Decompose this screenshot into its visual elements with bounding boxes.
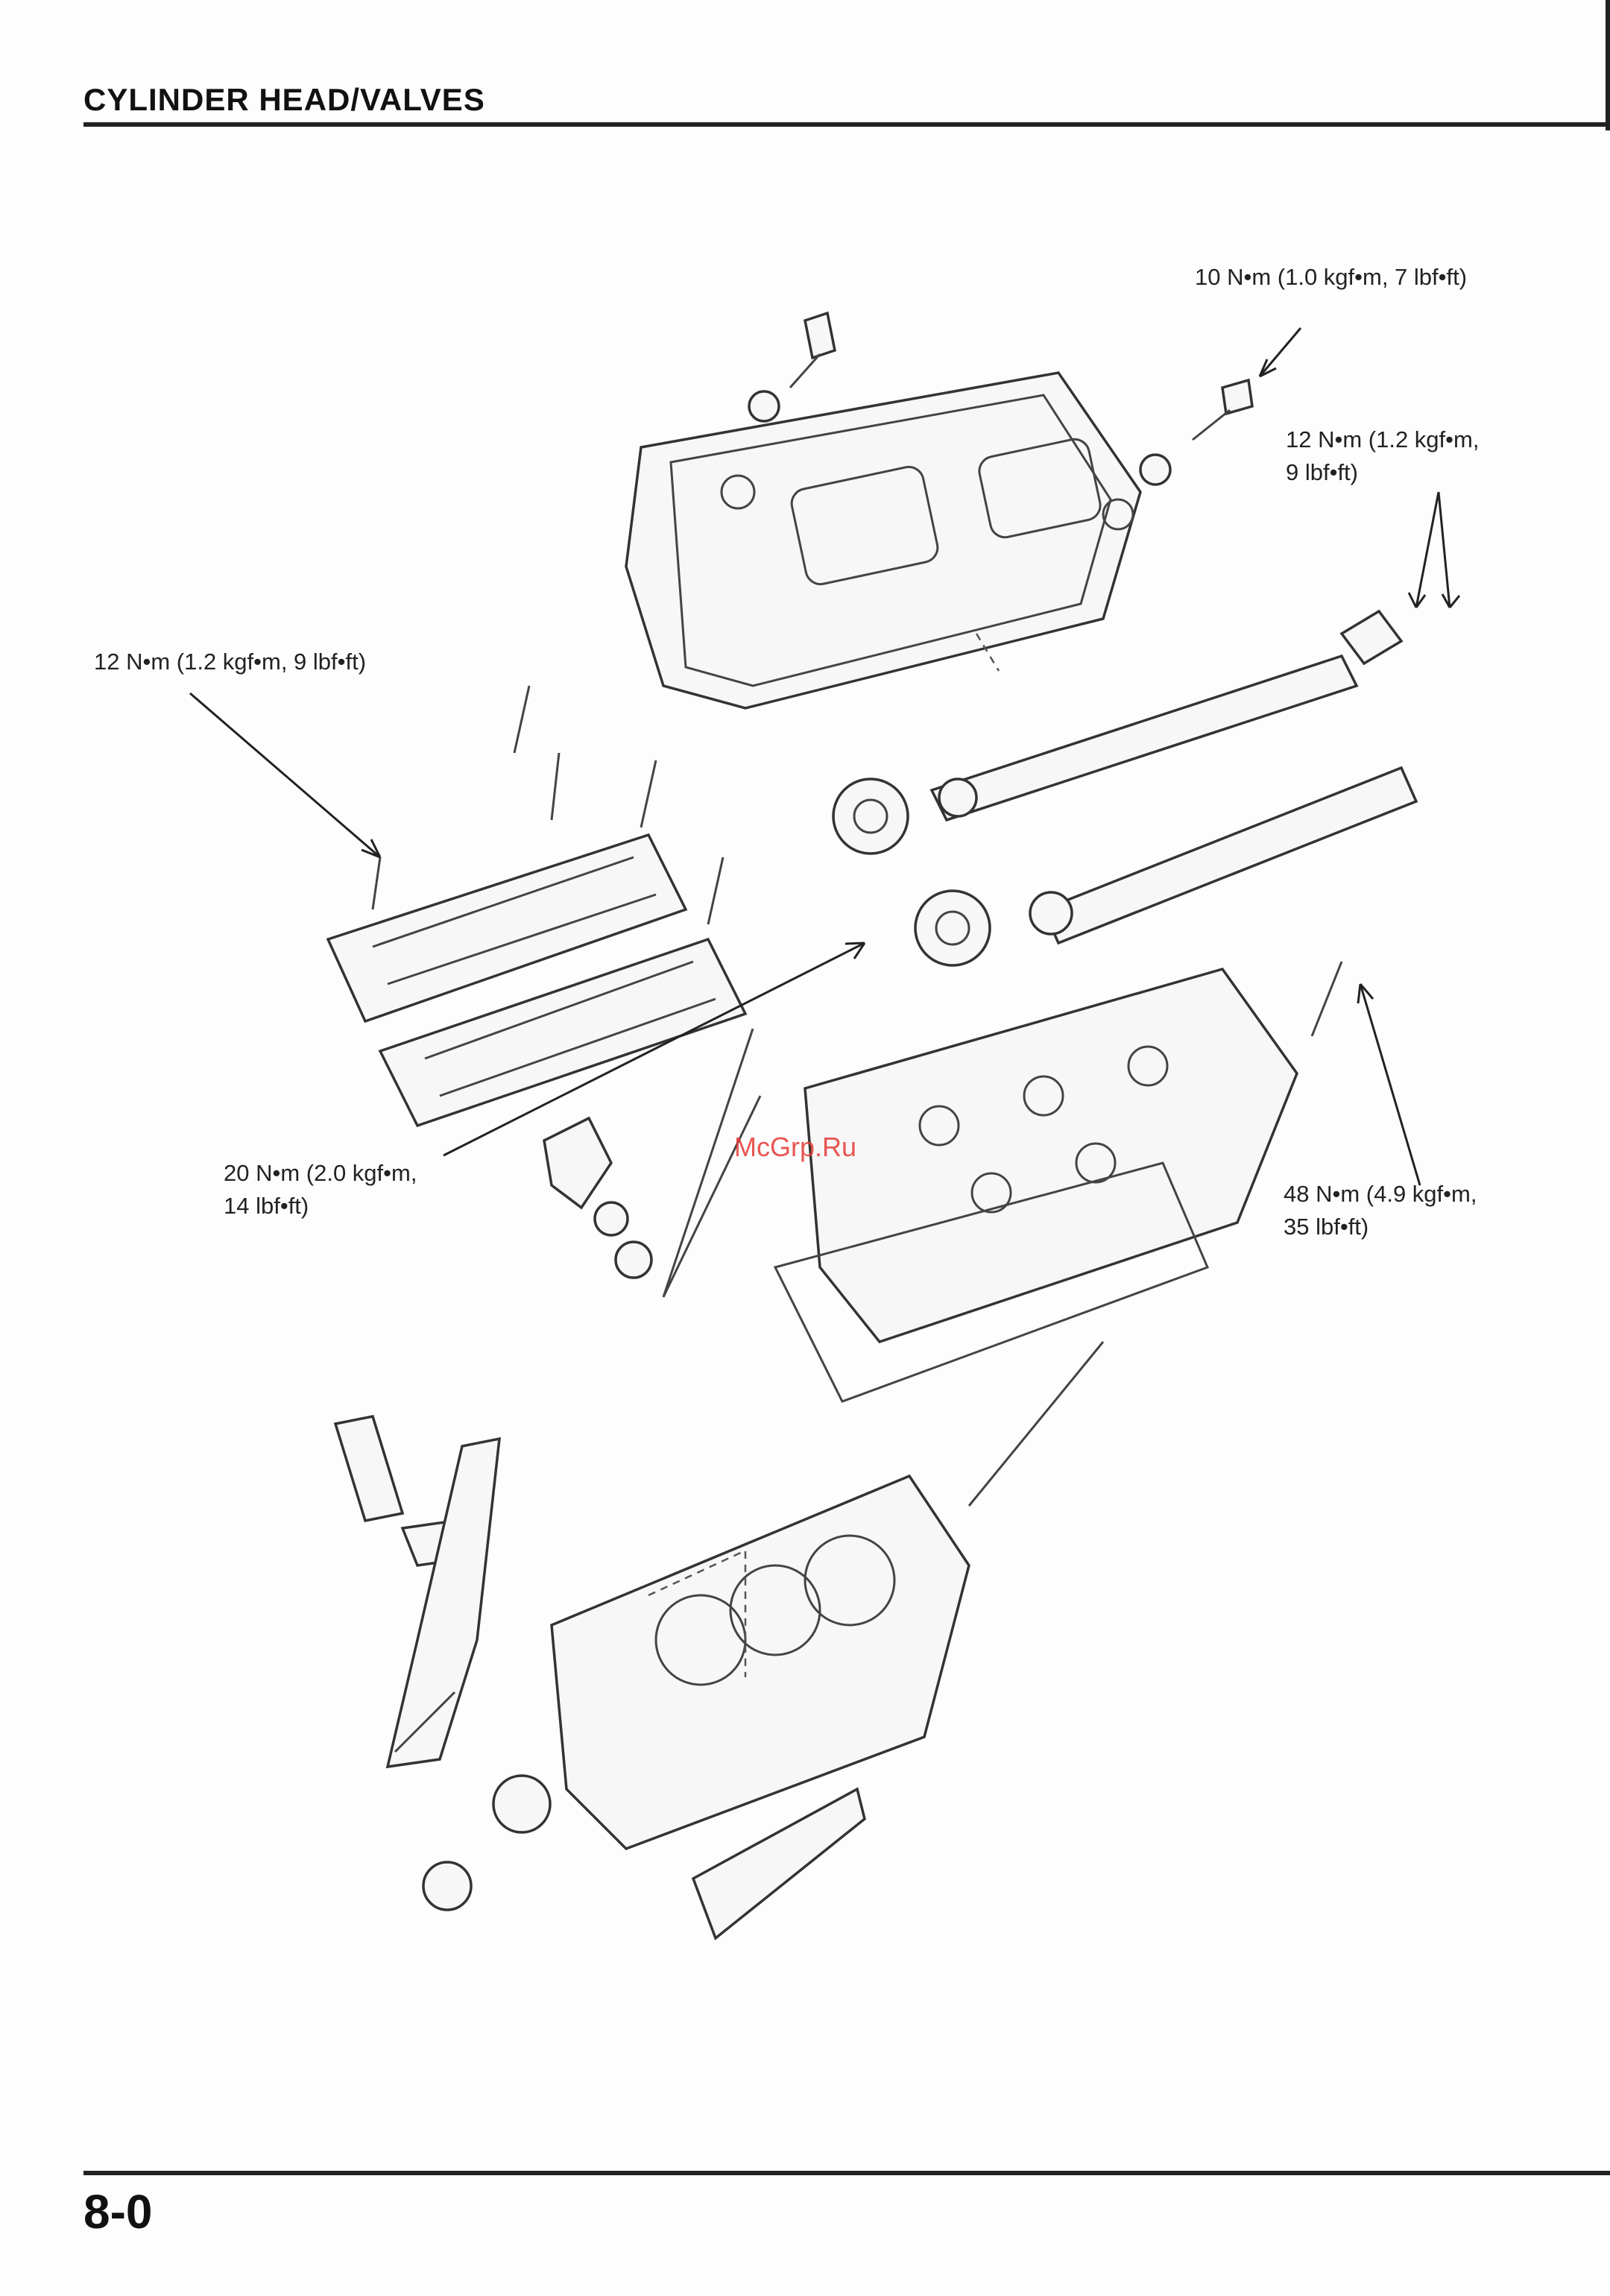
callout-head-bolt-torque-line2: 35 lbf•ft) xyxy=(1284,1211,1368,1243)
cylinder-head xyxy=(775,969,1297,1401)
thermostat-housing xyxy=(544,1118,651,1278)
cam-chain-guide xyxy=(388,1439,499,1767)
footer-rule xyxy=(83,2171,1610,2175)
watermark: McGrp.Ru xyxy=(734,1132,856,1163)
cam-sprocket-upper xyxy=(833,779,908,854)
head-bolt xyxy=(1312,962,1342,1036)
callout-sprocket-bolt-torque-line2: 14 lbf•ft) xyxy=(224,1190,309,1223)
camshaft-lower xyxy=(1030,768,1416,943)
callout-cam-bolt-torque-line1: 12 N•m (1.2 kgf•m, xyxy=(1286,423,1479,456)
callout-head-bolt-torque-line1: 48 N•m (4.9 kgf•m, xyxy=(1284,1178,1477,1211)
callout-sprocket-bolt-torque-line1: 20 N•m (2.0 kgf•m, xyxy=(224,1157,417,1190)
callout-holder-bolt-torque: 12 N•m (1.2 kgf•m, 9 lbf•ft) xyxy=(94,646,366,678)
drive-sprocket xyxy=(493,1776,550,1832)
callout-cam-bolt-torque-line2: 9 lbf•ft) xyxy=(1286,456,1358,489)
cylinder-block xyxy=(552,1476,969,1849)
cylinder-head-cover xyxy=(626,373,1140,708)
callout-cover-bolt-torque: 10 N•m (1.0 kgf•m, 7 lbf•ft) xyxy=(1195,261,1467,294)
page-number: 8-0 xyxy=(83,2184,153,2239)
cover-bolt-left xyxy=(749,313,835,421)
cover-bolt-right xyxy=(1140,380,1252,485)
cam-sprocket-lower xyxy=(915,891,990,965)
